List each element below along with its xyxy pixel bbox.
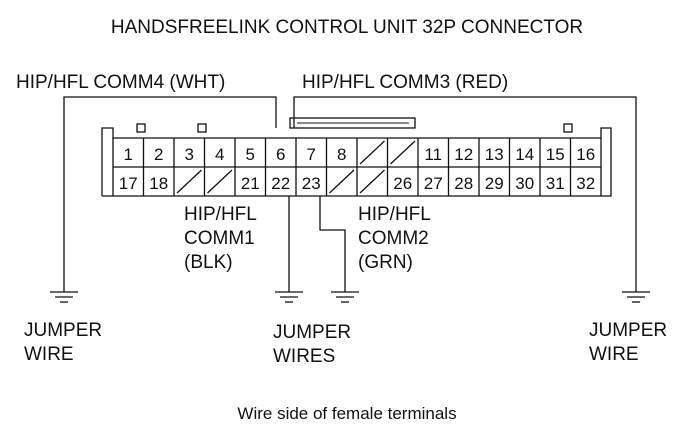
pin-16: 16	[576, 145, 595, 164]
pin-30: 30	[515, 174, 534, 193]
wire-comm4-leader	[63, 96, 277, 292]
label-comm4: HIP/HFL COMM4 (WHT)	[16, 72, 225, 93]
empty-cavity	[390, 140, 416, 165]
pin-1: 1	[124, 145, 133, 164]
pin-12: 12	[454, 145, 473, 164]
jumper-right-line1: JUMPER	[589, 320, 667, 341]
jumper-left-line2: WIRE	[24, 344, 74, 365]
label-comm2-line2: COMM2	[358, 228, 429, 249]
connector-bottom-row: 17 18 21 22 23 26 27 28 29 30 31 32	[119, 167, 595, 196]
jumper-left-line1: JUMPER	[24, 320, 102, 341]
pin-11: 11	[424, 145, 442, 164]
pin-32: 32	[576, 174, 595, 193]
pin-2: 2	[154, 145, 163, 164]
pin-13: 13	[485, 145, 504, 164]
pin-29: 29	[485, 174, 504, 193]
pin-15: 15	[546, 145, 565, 164]
pin-27: 27	[424, 174, 443, 193]
label-comm2-line1: HIP/HFL	[358, 204, 431, 225]
pin-5: 5	[246, 145, 255, 164]
pin-31: 31	[546, 174, 565, 193]
jumper-right-line2: WIRE	[589, 344, 639, 365]
empty-cavity	[329, 169, 355, 194]
label-comm1-line1: HIP/HFL	[184, 204, 257, 225]
ground-icon	[275, 291, 303, 303]
pin-18: 18	[149, 174, 168, 193]
wire-comm3-leader	[293, 96, 637, 292]
pin-4: 4	[215, 145, 224, 164]
diagram-title: HANDSFREELINK CONTROL UNIT 32P CONNECTOR	[111, 17, 583, 38]
pin-26: 26	[393, 174, 412, 193]
empty-cavity	[359, 169, 385, 194]
pin-8: 8	[337, 145, 346, 164]
pin-3: 3	[185, 145, 194, 164]
pin-6: 6	[276, 145, 285, 164]
pin-22: 22	[271, 174, 290, 193]
empty-cavity	[359, 140, 385, 165]
pin-17: 17	[119, 174, 138, 193]
pin-21: 21	[241, 174, 260, 193]
pin-14: 14	[515, 145, 534, 164]
label-comm1-line2: COMM1	[184, 228, 255, 249]
pin-23: 23	[302, 174, 321, 193]
label-comm1-line3: (BLK)	[184, 252, 233, 273]
diagram-caption: Wire side of female terminals	[237, 404, 456, 423]
label-comm2-line3: (GRN)	[358, 252, 413, 273]
jumper-center-line2: WIRES	[273, 346, 335, 367]
ground-icon	[331, 291, 359, 303]
empty-cavity	[176, 169, 202, 194]
empty-cavity	[207, 169, 233, 194]
pin-28: 28	[454, 174, 473, 193]
pin-7: 7	[307, 145, 316, 164]
jumper-center-line1: JUMPER	[273, 322, 351, 343]
wire-comm2	[319, 196, 346, 292]
ground-icon	[50, 291, 78, 303]
ground-icon	[622, 291, 650, 303]
label-comm3: HIP/HFL COMM3 (RED)	[302, 72, 508, 93]
